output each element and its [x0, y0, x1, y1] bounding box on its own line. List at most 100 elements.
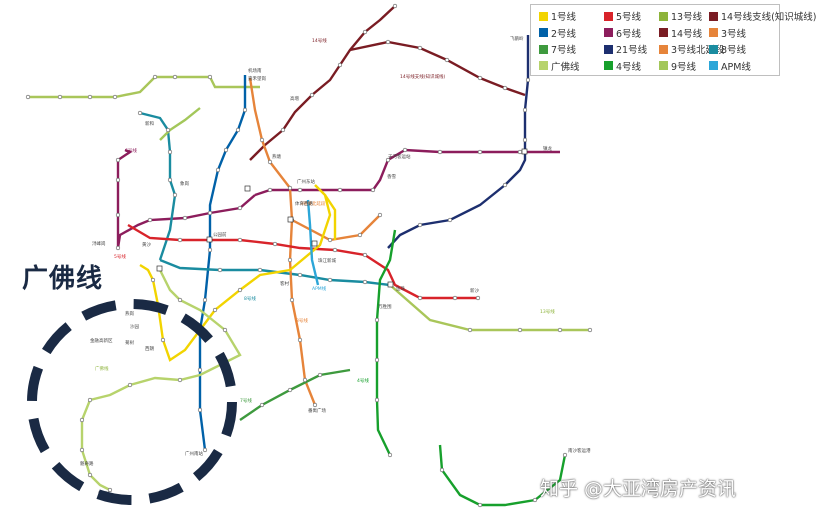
- legend-item: 4号线: [604, 59, 641, 73]
- legend-item: 3号线北延段: [659, 42, 725, 56]
- legend-item: 13号线: [659, 9, 702, 23]
- legend-label: 21号线: [616, 45, 648, 56]
- legend-swatch: [659, 61, 668, 70]
- legend-swatch: [604, 11, 613, 21]
- legend-item: 9号线: [659, 59, 696, 73]
- legend-item: 14号线: [659, 26, 702, 40]
- station-label: 番禺广场: [308, 407, 326, 414]
- legend-label: 5号线: [616, 12, 642, 23]
- legend-label: 4号线: [616, 61, 642, 73]
- legend-swatch: [709, 28, 718, 37]
- station-label: 体育西路: [295, 200, 313, 207]
- line-label-3b: 3号线北延段: [300, 200, 326, 207]
- line-9: [159, 107, 201, 141]
- station-label: 公园前: [213, 231, 227, 238]
- station-label: 南沙客运港: [568, 447, 591, 454]
- legend-item: 3号线: [709, 26, 746, 40]
- line-14: [249, 5, 396, 161]
- legend-swatch: [539, 11, 548, 21]
- line-7: [239, 368, 351, 421]
- station-label: 天河客运站: [388, 153, 411, 160]
- legend-item: 6号线: [604, 26, 641, 40]
- station-label: 鱼珠: [396, 285, 405, 292]
- line-4-south: [438, 444, 567, 507]
- legend-label: 3号线北延段: [671, 45, 725, 56]
- line-label-4: 4号线: [357, 377, 369, 384]
- station-dots: [25, 3, 593, 508]
- legend-label: 1号线: [551, 12, 577, 23]
- station-label: 高增: [290, 95, 299, 102]
- station-label: 魁奇路: [80, 460, 94, 467]
- line-label-3: 3号线: [296, 317, 308, 324]
- line-label-7: 7号线: [240, 397, 252, 404]
- line-4: [375, 229, 397, 456]
- legend-item: 广佛线: [539, 59, 580, 73]
- station-label: 飞鹅岭: [510, 35, 524, 42]
- line-6-east: [254, 148, 560, 197]
- station-label: 嘉禾望岗: [248, 75, 266, 82]
- line-label-apm: APM线: [312, 285, 327, 292]
- legend-label: 广佛线: [551, 61, 580, 73]
- station-label: 镇龙: [543, 145, 552, 152]
- legend-label: 14号线支线(知识城线): [721, 12, 817, 23]
- guangfo-highlight-ellipse: [27, 299, 237, 505]
- legend-swatch: [539, 44, 548, 54]
- station-label: 金融高新区: [90, 337, 113, 344]
- legend-item: 5号线: [604, 9, 641, 23]
- line-label-guangfo: 广佛线: [95, 365, 109, 372]
- legend-item: 7号线: [539, 42, 576, 56]
- line-13-north: [324, 194, 337, 240]
- station-label: 沙园: [130, 324, 139, 330]
- line-1: [139, 184, 332, 362]
- legend-label: 3号线: [721, 28, 747, 40]
- legend-label: APM线: [721, 61, 751, 73]
- legend-label: 8号线: [721, 45, 747, 56]
- station-label: 象岗: [180, 180, 189, 187]
- station-label: 新沙: [470, 287, 479, 294]
- station-label: 浔峰岗: [92, 240, 106, 247]
- legend-swatch: [709, 11, 718, 21]
- legend-label: 9号线: [671, 61, 697, 73]
- line-5: [127, 223, 478, 300]
- line-apm: [306, 199, 320, 286]
- station-label: 珠江新城: [318, 257, 336, 264]
- watermark: 知乎 @大亚湾房产资讯: [540, 478, 737, 500]
- station-label: 客村: [280, 280, 289, 287]
- legend-label: 6号线: [616, 28, 642, 40]
- legend-item: 21号线: [604, 42, 647, 56]
- line-13-west: [28, 75, 260, 99]
- legend-swatch: [604, 28, 613, 37]
- station-label: 燕岗: [125, 310, 134, 317]
- legend-label: 14号线: [671, 28, 703, 40]
- station-label: 燕塘: [272, 153, 281, 160]
- line-13-east: [389, 284, 590, 332]
- line-3: [248, 77, 317, 406]
- station-label: 香雪: [387, 173, 396, 180]
- legend-swatch: [539, 61, 548, 70]
- legend-swatch: [659, 44, 668, 54]
- station-label: 万胜围: [378, 303, 392, 310]
- legend-swatch: [659, 11, 668, 21]
- station-label: 机场南: [248, 67, 262, 74]
- legend-label: 7号线: [551, 45, 577, 56]
- legend-item: 2号线: [539, 26, 576, 40]
- station-label: 广州东站: [297, 178, 315, 185]
- line-label-14: 14号线: [312, 37, 327, 44]
- line-label-14-branch: 14号线支线(知识城线): [400, 73, 445, 80]
- legend-item: 8号线: [709, 42, 746, 56]
- line-8: [139, 111, 177, 261]
- line-label-5: 5号线: [114, 253, 126, 260]
- station-label: 新和: [145, 120, 154, 127]
- line-14-branch: [349, 40, 526, 97]
- line-guangfo: [80, 269, 242, 492]
- legend-swatch: [709, 44, 718, 54]
- map-legend: 1号线 5号线 13号线 14号线支线(知识城线) 2号线 6号线 14号线 3号线 7号线 21…: [530, 4, 817, 76]
- guangfo-highlight-title: 广佛线: [22, 264, 104, 294]
- line-label-6: 6号线: [125, 147, 137, 154]
- station-label: 西朗: [145, 345, 154, 352]
- legend-label: 13号线: [671, 12, 703, 23]
- legend-item: 1号线: [539, 9, 576, 23]
- station-label: 广州南站: [185, 450, 203, 457]
- legend-swatch: [604, 61, 613, 70]
- line-label-8: 8号线: [244, 295, 256, 302]
